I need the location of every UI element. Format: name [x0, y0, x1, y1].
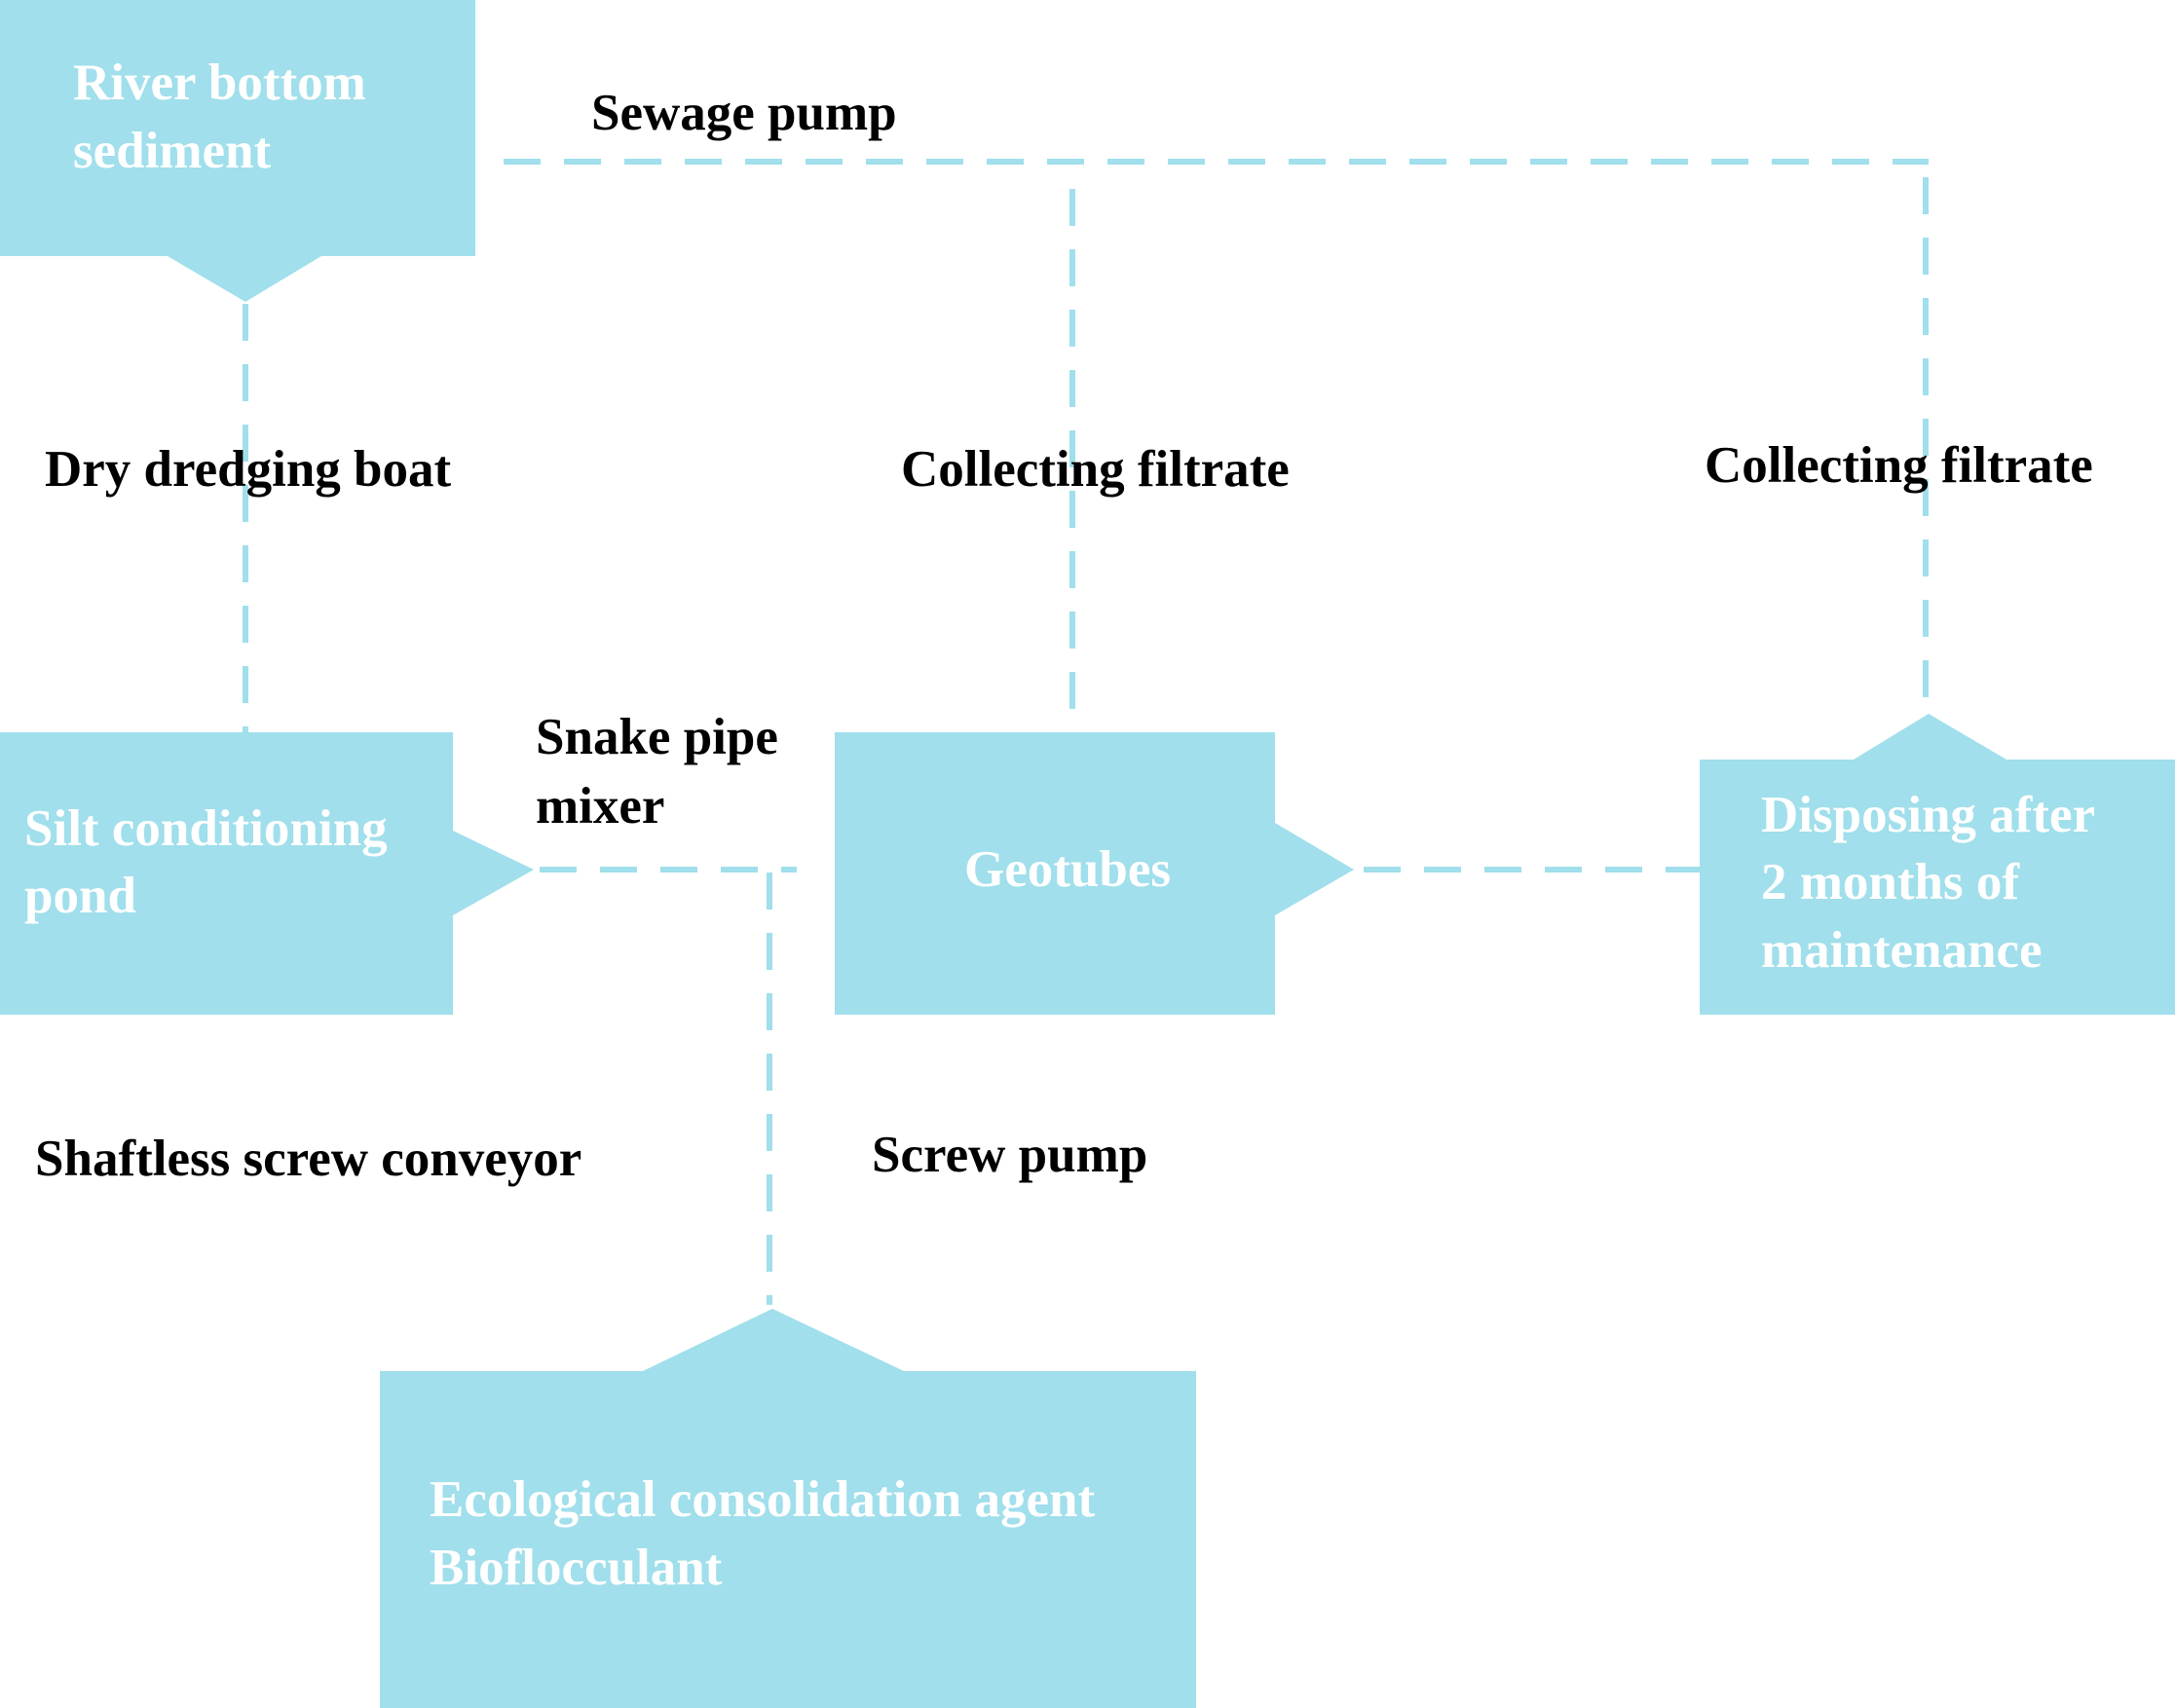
svg-text:Silt conditioning pond: Silt conditioning pond	[24, 800, 400, 924]
svg-text:River bottom sediment: River bottom sediment	[73, 55, 379, 179]
label-screw-pump: Screw pump	[872, 1127, 1147, 1183]
agent-line-1: Ecological consolidation agent	[430, 1471, 1095, 1528]
box-agent	[380, 1309, 1196, 1708]
box-geotubes	[835, 732, 1354, 1015]
agent-line-2: Bioflocculant	[430, 1540, 723, 1596]
edge-labels: Sewage pump Dry dredging boat Collecting…	[35, 85, 2093, 1187]
silt-line-2: pond	[24, 868, 136, 924]
silt-line-1: Silt conditioning	[24, 800, 388, 857]
label-snake-line-1: Snake pipe	[536, 709, 778, 765]
river-line-1: River bottom	[73, 55, 366, 111]
node-ecological-agent: Ecological consolidation agent Biofloccu…	[380, 1309, 1196, 1708]
label-shaftless-screw-conveyor: Shaftless screw conveyor	[35, 1131, 581, 1187]
svg-text:Disposing after 2 months: Disposing after 2 months of maintenance	[1761, 787, 2107, 979]
node-silt-conditioning-pond: Silt conditioning pond	[0, 732, 534, 1015]
node-geotubes: Geotubes	[835, 732, 1354, 1015]
disposing-line-3: maintenance	[1761, 922, 2043, 979]
label-sewage-pump: Sewage pump	[591, 85, 897, 141]
label-snake-line-2: mixer	[536, 778, 664, 835]
svg-text:Ecological consolidation agent: Ecological consolidation agent Biofloccu…	[430, 1471, 1107, 1596]
disposing-line-1: Disposing after	[1761, 787, 2095, 843]
box-silt	[0, 732, 534, 1015]
box-disposing	[1700, 714, 2175, 1015]
geotubes-line-1: Geotubes	[964, 841, 1171, 898]
disposing-line-2: 2 months of	[1761, 854, 2020, 910]
node-river-bottom-sediment: River bottom sediment	[0, 0, 475, 302]
box-river	[0, 0, 475, 302]
river-line-2: sediment	[73, 123, 272, 179]
label-dry-dredging-boat: Dry dredging boat	[45, 441, 452, 498]
connectors	[243, 159, 1929, 1305]
label-snake-pipe-mixer: Snake pipe mixer	[536, 709, 791, 835]
svg-text:Geotubes: Geotubes	[964, 841, 1171, 898]
node-disposing: Disposing after 2 months of maintenance	[1700, 714, 2175, 1015]
label-collecting-filtrate-1: Collecting filtrate	[901, 441, 1290, 498]
label-collecting-filtrate-2: Collecting filtrate	[1705, 437, 2093, 494]
